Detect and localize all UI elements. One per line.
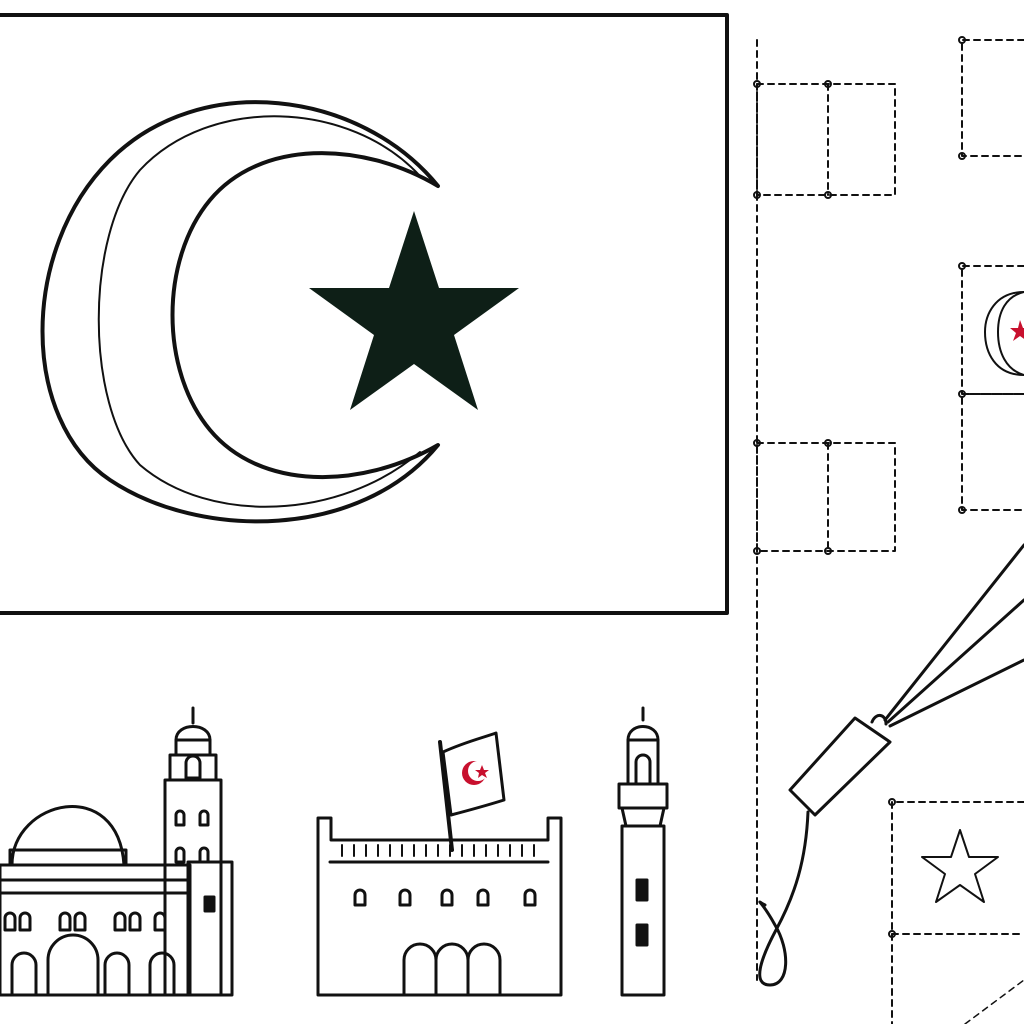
- outline-star-icon: [921, 829, 999, 903]
- badge-star-icon: [1010, 320, 1024, 341]
- battlement-notches: [341, 844, 535, 857]
- cut-out-star-card[interactable]: [891, 801, 1024, 1024]
- crescent-inner-line: [97, 115, 421, 508]
- crescent-icon: [40, 100, 440, 524]
- cut-out-pieces: [756, 39, 1024, 1024]
- cut-out-rectangle-3[interactable]: [756, 442, 896, 552]
- pin-marks: [753, 36, 966, 938]
- flag-star-icon: [309, 211, 519, 410]
- cut-out-rectangle-2[interactable]: [961, 39, 1024, 157]
- kite-icon: [758, 543, 1024, 987]
- mosque-icon: [0, 706, 234, 997]
- minaret-icon: [617, 706, 669, 997]
- fortress-icon: [316, 731, 563, 997]
- flag-frame: [0, 13, 729, 615]
- main-flag: [0, 13, 729, 615]
- cut-out-flag-badge[interactable]: [961, 265, 1024, 511]
- cut-out-rectangle-1[interactable]: [756, 83, 896, 196]
